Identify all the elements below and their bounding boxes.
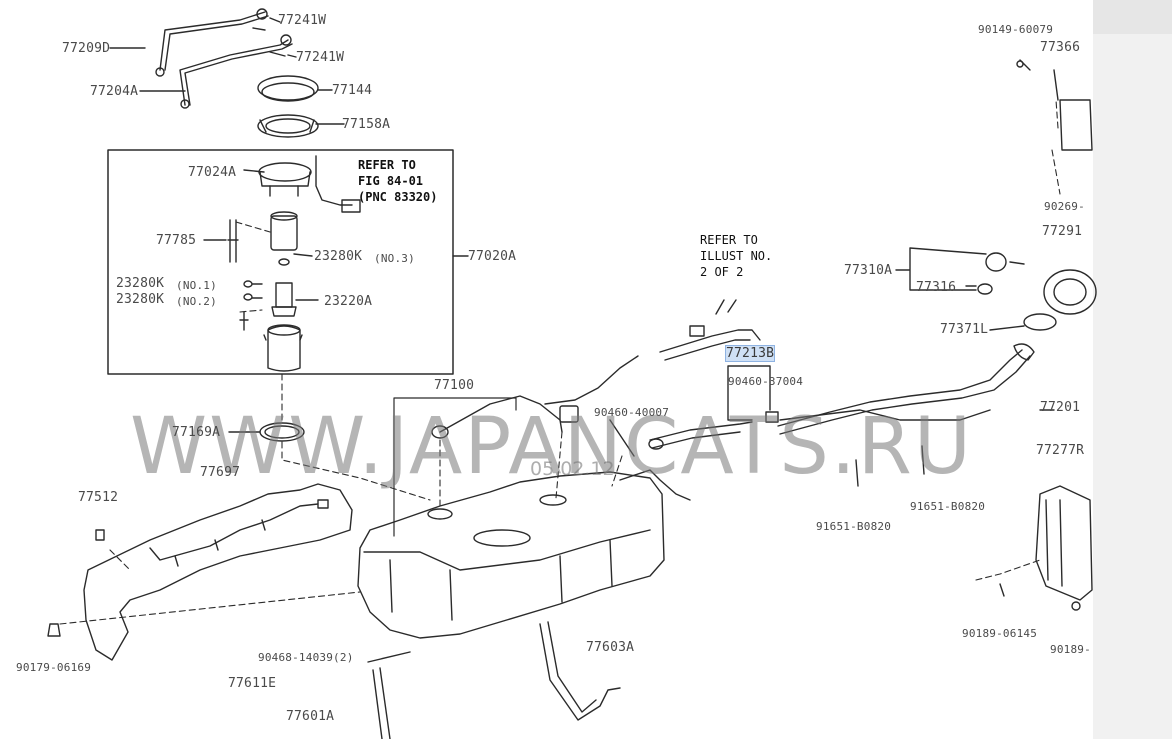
- part-label-90149-60079[interactable]: 90149-60079: [978, 23, 1054, 36]
- watermark-date: 05.02.12: [530, 458, 615, 480]
- part-label-77169a[interactable]: 77169A: [172, 425, 221, 440]
- filler-cap-77310a: [985, 252, 1007, 272]
- ring-77144: [257, 75, 319, 101]
- part-label-77241w[interactable]: 77241W: [296, 50, 345, 65]
- heat-shield-77697: [83, 483, 353, 661]
- part-label-23280k[interactable]: 23280K: [116, 276, 165, 291]
- part-label-note-no3: (NO.3): [374, 252, 415, 265]
- side-panel-header: [1093, 0, 1172, 34]
- part-label-77785[interactable]: 77785: [156, 233, 197, 248]
- part-label-91651-b0820[interactable]: 91651-B0820: [910, 500, 986, 513]
- part-label-90468-14039[interactable]: 90468-14039(2): [258, 651, 354, 664]
- tube-77204a: [179, 39, 293, 106]
- side-panel: [1093, 0, 1172, 739]
- part-label-77697[interactable]: 77697: [200, 465, 241, 480]
- refer-fig-note: REFER TO FIG 84-01 (PNC 83320): [358, 158, 438, 204]
- part-label-23280k[interactable]: 23280K: [314, 249, 363, 264]
- strap-77603a: [539, 621, 621, 721]
- part-label-77291[interactable]: 77291: [1042, 224, 1083, 239]
- strap-77601a: [372, 667, 391, 739]
- pump-assembly-box: [107, 149, 454, 375]
- part-label-90189-06145[interactable]: 90189-06145: [962, 627, 1038, 640]
- filter-23280k: [270, 215, 298, 251]
- part-label-90460-40007[interactable]: 90460-40007: [594, 406, 670, 419]
- part-label-77512[interactable]: 77512: [78, 490, 119, 505]
- watermark: WWW.JAPANCATS.RU: [130, 402, 973, 492]
- part-label-77158a[interactable]: 77158A: [342, 117, 391, 132]
- part-label-90269[interactable]: 90269-: [1044, 200, 1085, 213]
- part-label-77310a[interactable]: 77310A: [844, 263, 893, 278]
- tube-77209d: [159, 11, 269, 71]
- part-label-77020a[interactable]: 77020A: [468, 249, 517, 264]
- part-label-77277r[interactable]: 77277R: [1036, 443, 1085, 458]
- part-label-90189[interactable]: 90189-: [1050, 643, 1091, 656]
- part-label-note-no2: (NO.2): [176, 295, 217, 308]
- part-label-77241w[interactable]: 77241W: [278, 13, 327, 28]
- refer-illust-note: REFER TO ILLUST NO. 2 OF 2: [700, 233, 773, 279]
- part-label-77601a[interactable]: 77601A: [286, 709, 335, 724]
- part-label-23220a[interactable]: 23220A: [324, 294, 373, 309]
- part-label-77144[interactable]: 77144: [332, 83, 373, 98]
- pump-23220a: [275, 282, 293, 308]
- part-label-77603a[interactable]: 77603A: [586, 640, 635, 655]
- part-label-23280k[interactable]: 23280K: [116, 292, 165, 307]
- part-label-77204a[interactable]: 77204A: [90, 84, 139, 99]
- part-label-note-no1: (NO.1): [176, 279, 217, 292]
- part-label-77366[interactable]: 77366: [1040, 40, 1081, 55]
- pump-cover-77024a: [258, 162, 312, 182]
- part-label-90460-37004[interactable]: 90460-37004: [728, 375, 804, 388]
- fuel-tank-77100: [357, 471, 665, 639]
- part-label-77100[interactable]: 77100: [434, 378, 475, 393]
- gasket-77371l: [1023, 313, 1057, 331]
- part-label-77611e[interactable]: 77611E: [228, 676, 277, 691]
- part-label-77024a[interactable]: 77024A: [188, 165, 237, 180]
- filler-neck-77291: [1043, 269, 1097, 315]
- part-label-77209d[interactable]: 77209D: [62, 41, 111, 56]
- part-label-77213b[interactable]: 77213B: [724, 345, 776, 362]
- part-label-77371l[interactable]: 77371L: [940, 322, 989, 337]
- ring-77158a: [257, 114, 319, 138]
- part-label-90179-06169[interactable]: 90179-06169: [16, 661, 92, 674]
- part-label-77201[interactable]: 77201: [1040, 400, 1081, 415]
- part-label-77316[interactable]: 77316: [916, 280, 957, 295]
- part-label-91651-b0820[interactable]: 91651-B0820: [816, 520, 892, 533]
